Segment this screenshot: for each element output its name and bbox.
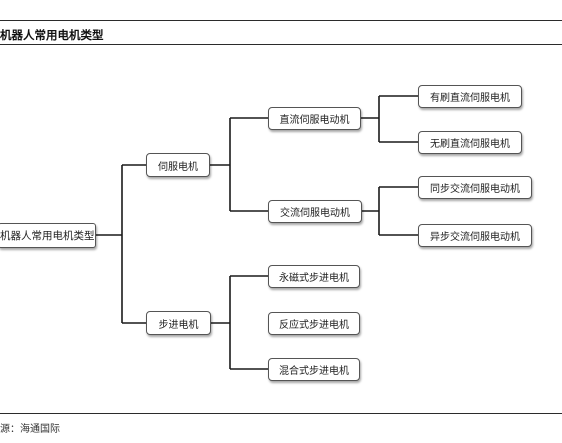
connector-stepper bbox=[211, 275, 268, 370]
stepper-motor-node: 步进电机 bbox=[146, 311, 211, 335]
ac-servo-node: 交流伺服电动机 bbox=[268, 200, 362, 223]
async-ac-servo-node: 异步交流伺服电动机 bbox=[418, 224, 532, 247]
root-node: 机器人常用电机类型 bbox=[0, 223, 96, 248]
reactive-stepper-node: 反应式步进电机 bbox=[268, 312, 360, 335]
brushless-dc-servo-node: 无刷直流伺服电机 bbox=[418, 131, 522, 154]
title-rule bbox=[0, 44, 562, 45]
top-rule bbox=[0, 20, 562, 21]
sync-ac-servo-node: 同步交流伺服电动机 bbox=[418, 176, 532, 199]
bottom-rule bbox=[0, 413, 562, 414]
source-note: 源：海通国际 bbox=[0, 424, 60, 435]
figure-title: 机器人常用电机类型 bbox=[0, 28, 104, 42]
connector-ac-servo bbox=[362, 186, 418, 236]
connector-root bbox=[96, 164, 146, 324]
dc-servo-node: 直流伺服电动机 bbox=[268, 107, 361, 130]
connector-dc-servo bbox=[361, 95, 418, 143]
connector-servo bbox=[210, 117, 268, 212]
pm-stepper-node: 永磁式步进电机 bbox=[268, 265, 360, 288]
hybrid-stepper-node: 混合式步进电机 bbox=[268, 358, 360, 381]
brushed-dc-servo-node: 有刷直流伺服电机 bbox=[418, 85, 522, 108]
servo-motor-node: 伺服电机 bbox=[146, 153, 210, 177]
